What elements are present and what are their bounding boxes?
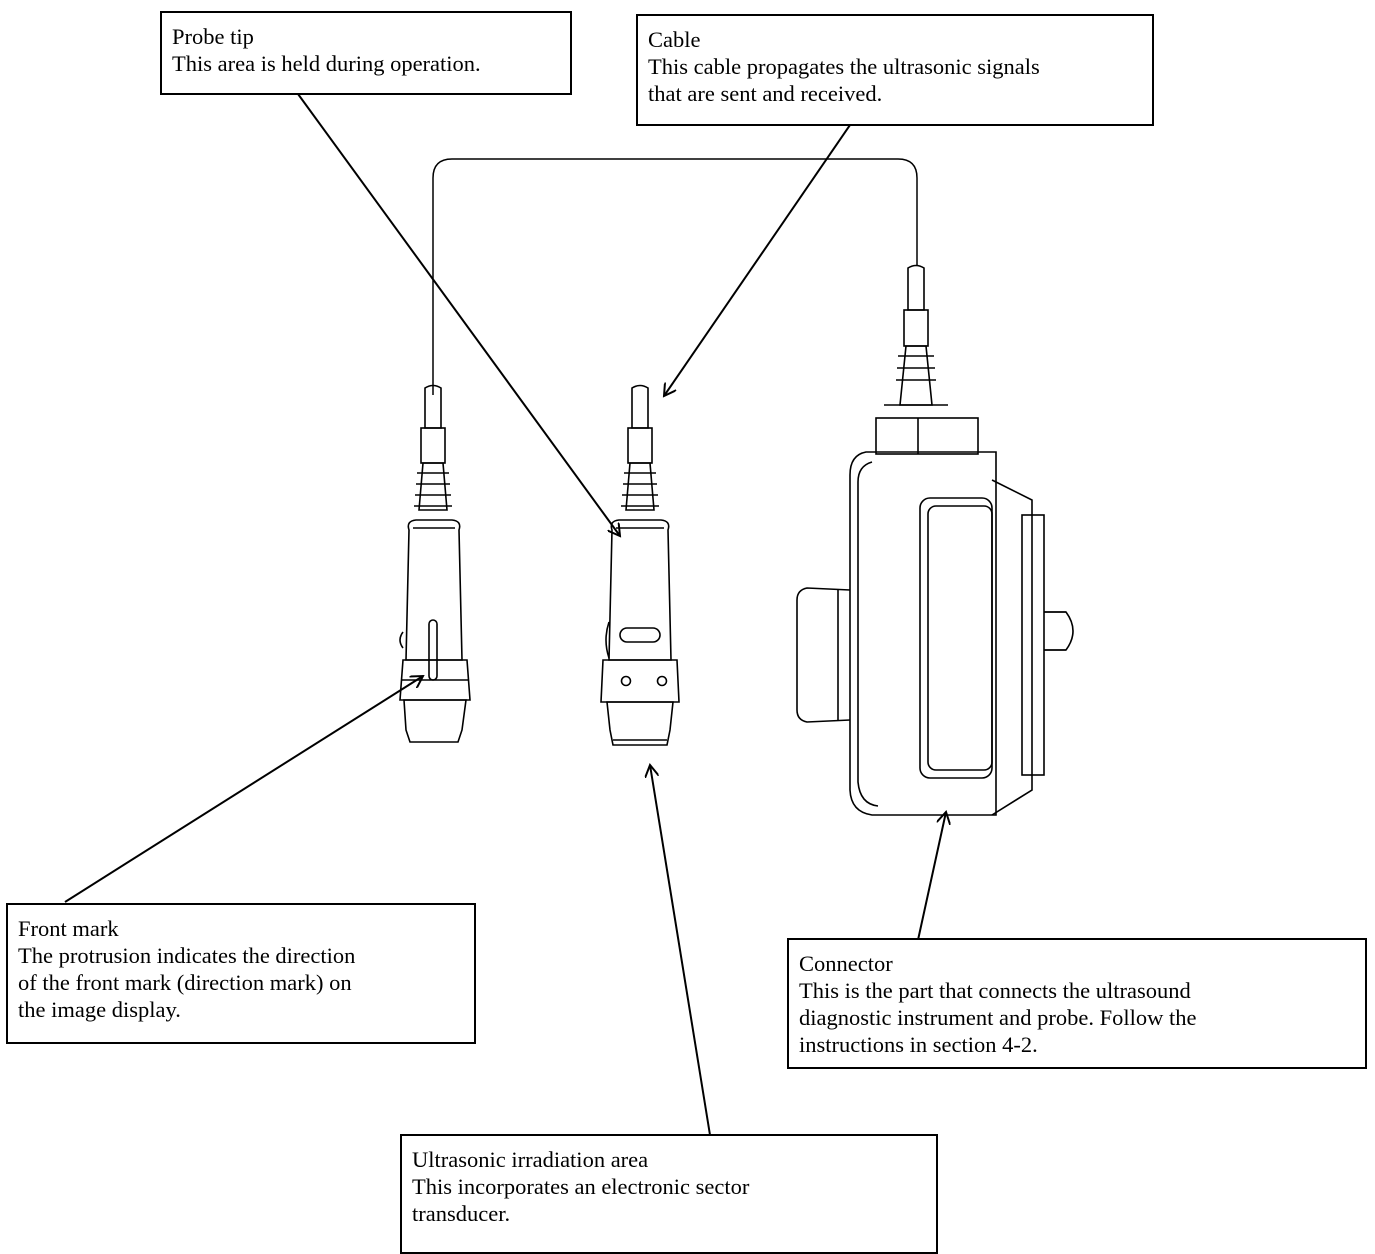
- connector-cable-stub: [907, 264, 925, 311]
- callout-irradiation-area-description: This incorporates an electronic sector t…: [412, 1174, 750, 1226]
- callout-front-mark-title: Front mark: [18, 916, 119, 941]
- callout-probe-tip-description: This area is held during operation.: [172, 51, 481, 76]
- connector-housing: [849, 451, 997, 816]
- left-probe-head: [403, 699, 467, 743]
- center-probe-side-tab: [605, 621, 610, 659]
- callout-front-mark-description: The protrusion indicates the direction o…: [18, 943, 356, 1022]
- left-probe-cable-stub: [424, 384, 442, 429]
- callout-connector-description: This is the part that connects the ultra…: [799, 978, 1197, 1057]
- center-probe-head: [606, 701, 674, 746]
- connector-handle: [919, 497, 993, 779]
- cable-loop: [432, 158, 918, 395]
- callout-cable: Cable This cable propagates the ultrason…: [636, 14, 1154, 126]
- callout-connector: Connector This is the part that connects…: [787, 938, 1367, 1069]
- center-probe: [600, 384, 680, 746]
- connector-housing-inner: [857, 461, 879, 807]
- left-probe-neck-upper: [420, 427, 446, 464]
- probe-tip-leader: [297, 93, 620, 536]
- center-probe-pin-left: [620, 675, 632, 687]
- callout-irradiation-area-title: Ultrasonic irradiation area: [412, 1147, 649, 1172]
- callout-probe-tip: Probe tip This area is held during opera…: [160, 11, 572, 95]
- left-probe: [399, 384, 471, 743]
- front-mark-leader: [64, 676, 423, 903]
- center-probe-cable-stub: [631, 384, 649, 429]
- callout-front-mark: Front mark The protrusion indicates the …: [6, 903, 476, 1044]
- center-probe-neck-upper: [627, 427, 653, 464]
- connector-body: [796, 264, 1074, 816]
- callout-connector-title: Connector: [799, 951, 893, 976]
- connector-front-plate: [1021, 514, 1045, 776]
- connector-top-block: [875, 417, 979, 455]
- center-probe-grip: [608, 519, 672, 661]
- connector-collar: [899, 345, 933, 406]
- left-probe-collar: [399, 659, 471, 701]
- callout-probe-tip-title: Probe tip: [172, 24, 254, 49]
- front-mark-protrusion: [399, 631, 404, 649]
- left-probe-grip: [405, 519, 463, 661]
- irradiation-area-leader: [650, 765, 711, 1136]
- connector-pin: [1044, 611, 1074, 651]
- center-probe-neck: [625, 462, 655, 511]
- connector-strain-relief: [903, 309, 929, 347]
- cable-leader: [664, 124, 851, 396]
- connector-handle-inner: [927, 505, 993, 771]
- connector-latch-left: [796, 587, 851, 723]
- connector-leader: [917, 812, 946, 941]
- leader-lines: [64, 93, 946, 1136]
- callout-irradiation-area: Ultrasonic irradiation area This incorpo…: [400, 1134, 938, 1254]
- center-probe-button: [619, 627, 661, 643]
- center-probe-pin-right: [656, 675, 668, 687]
- center-probe-collar: [600, 659, 680, 703]
- connector-front-frame: [991, 479, 1033, 816]
- front-mark-slot: [428, 619, 438, 681]
- callout-cable-description: This cable propagates the ultrasonic sig…: [648, 54, 1040, 106]
- left-probe-neck: [418, 462, 448, 511]
- callout-cable-title: Cable: [648, 27, 701, 52]
